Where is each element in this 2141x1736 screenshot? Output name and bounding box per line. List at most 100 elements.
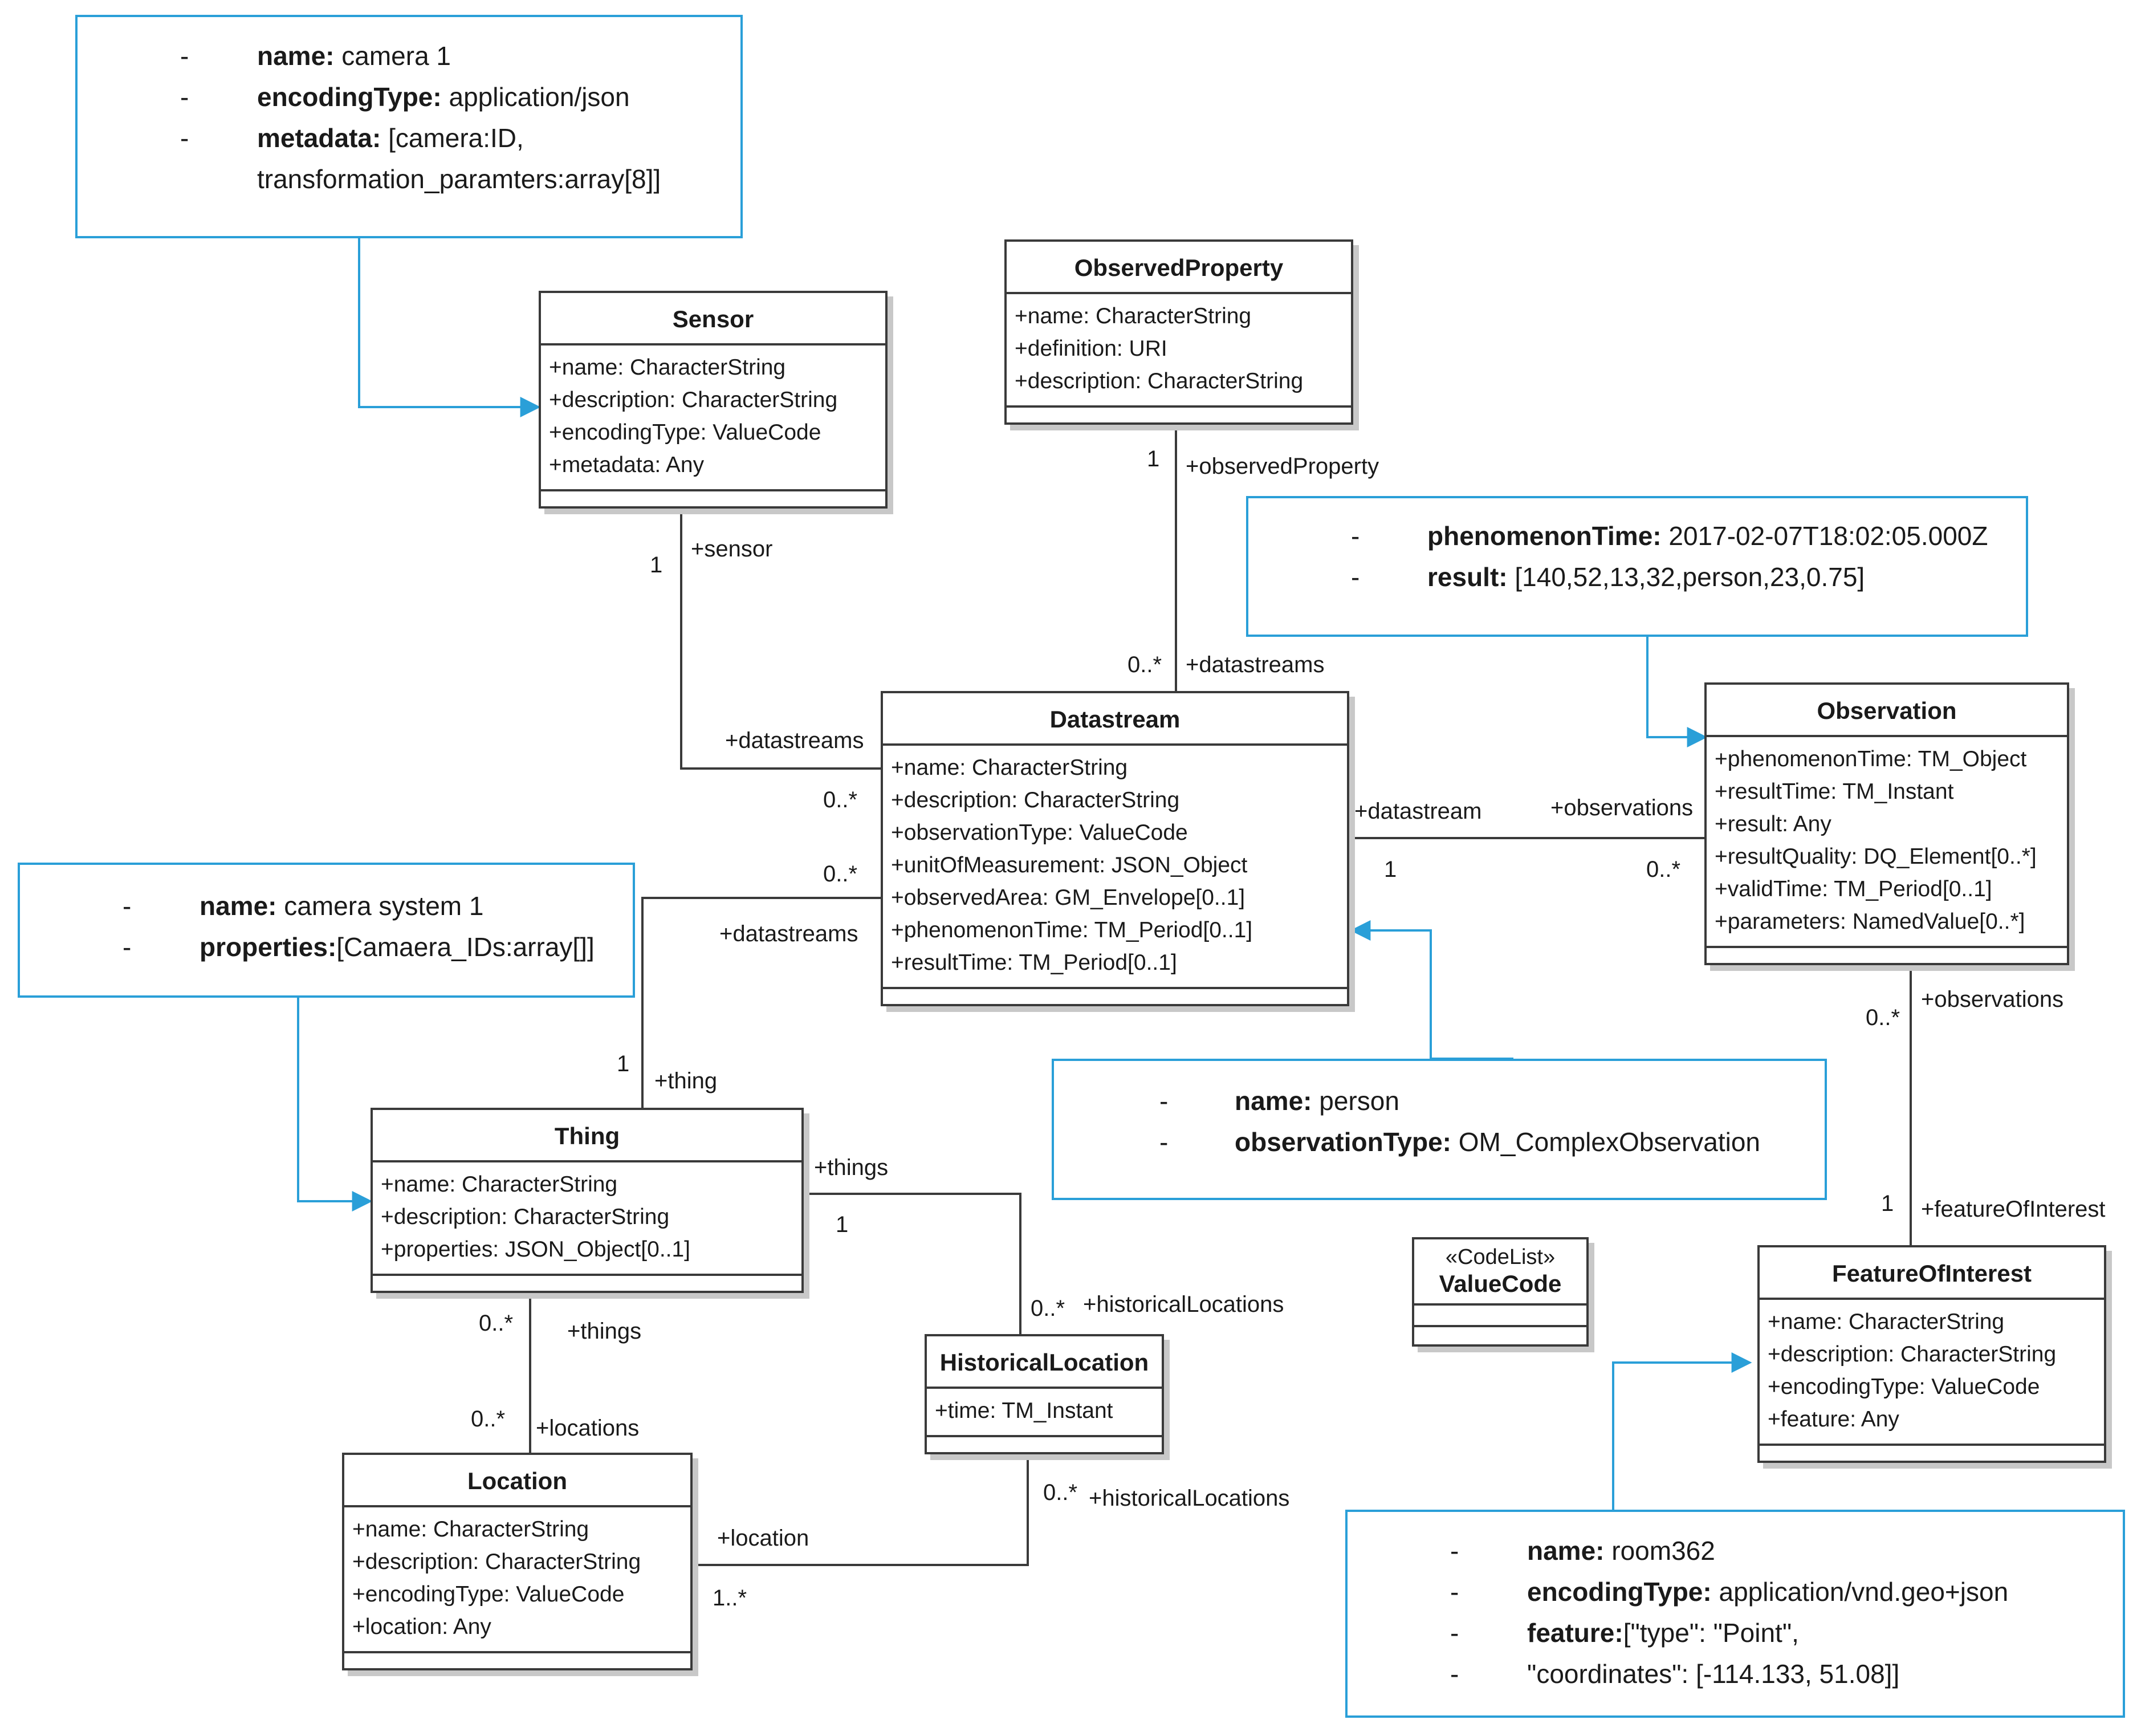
observation-note: -phenomenonTime: 2017-02-07T18:02:05.000… [1246,496,2028,637]
note-item: -feature:["type": "Point", [1348,1612,2123,1653]
feature-of-interest-note: -name: room362 - encodingType: applicatio… [1345,1510,2125,1718]
attribute: +description: CharacterString [1768,1342,2057,1367]
note-item: - metadata: [camera:ID, [78,117,740,158]
note-key: name: [200,891,277,921]
operation-compartment [883,989,1347,1004]
role-label: +observations [1550,795,1694,820]
attribute: +description: CharacterString [352,1550,641,1574]
note-value: camera 1 [334,41,451,71]
multiplicity-label: 1 [1384,857,1397,882]
bullet-dash: - [180,82,189,112]
operation-compartment [1760,1446,2104,1461]
attribute-list: +name: CharacterString +description: Cha… [883,746,1347,989]
note-item: -name: room362 [1348,1530,2123,1571]
attribute: +resultQuality: DQ_Element[0..*] [1715,844,2037,869]
value-code-codelist: «CodeList» ValueCode [1412,1237,1589,1347]
attribute: +unitOfMeasurement: JSON_Object [891,853,1248,877]
note-item: -observationType: OM_ComplexObservation [1054,1121,1825,1162]
attribute: +name: CharacterString [549,355,786,380]
multiplicity-label: 0..* [823,861,858,887]
note-value: application/json [441,82,630,112]
note-value: camera system 1 [276,891,484,921]
note-item: - encodingType: application/vnd.geo+json [1348,1571,2123,1612]
note-item: -result: [140,52,13,32,person,23,0.75] [1248,556,2026,597]
bullet-dash: - [180,123,189,153]
note-item: -name: person [1054,1080,1825,1121]
note-key: observationType: [1235,1127,1451,1157]
bullet-dash: - [180,41,189,71]
multiplicity-label: 0..* [1866,1005,1900,1030]
thing-class: Thing +name: CharacterString +descriptio… [371,1108,804,1293]
association-location-historical [693,1438,1029,1566]
role-label: +things [814,1155,889,1180]
note-key: metadata: [257,123,381,153]
operation-compartment [541,491,885,506]
attribute: +phenomenonTime: TM_Object [1715,747,2027,771]
class-name-block: «CodeList» ValueCode [1414,1239,1586,1306]
note-item: -phenomenonTime: 2017-02-07T18:02:05.000… [1248,515,2026,556]
bullet-dash: - [1450,1659,1459,1689]
note-item: - name: camera 1 [78,35,740,76]
note-value: [Camaera_IDs:array[]] [336,932,595,962]
multiplicity-label: 0..* [1031,1296,1065,1321]
class-name: FeatureOfInterest [1760,1247,2104,1300]
note-key: encodingType: [257,82,442,112]
attribute: +name: CharacterString [1768,1310,2005,1334]
attribute-list: +name: CharacterString +description: Cha… [1760,1300,2104,1446]
association-thing-historical [804,1193,1021,1334]
operation-compartment [1707,948,2067,963]
note-item: transformation_paramters:array[8]] [78,158,740,200]
datastream-note: -name: person -observationType: OM_Compl… [1052,1059,1827,1200]
class-name: ObservedProperty [1007,242,1351,294]
note-value: application/vnd.geo+json [1711,1577,2009,1607]
note-link-datastream [1350,920,1513,1060]
note-item: -properties:[Camaera_IDs:array[]] [20,926,633,967]
multiplicity-label: 0..* [823,787,858,812]
attribute: +phenomenonTime: TM_Period[0..1] [891,918,1253,942]
multiplicity-label: 1 [650,552,663,578]
note-link-observation [1646,637,1708,747]
observed-property-class: ObservedProperty +name: CharacterString … [1004,239,1353,425]
note-key: name: [257,41,335,71]
bullet-dash: - [1450,1618,1459,1648]
bullet-dash: - [1450,1577,1459,1607]
association-thing-datastream [641,897,881,1108]
operation-compartment [927,1437,1162,1452]
multiplicity-label: 1 [1147,446,1160,471]
attribute: +feature: Any [1768,1407,1899,1432]
note-key: name: [1235,1086,1312,1116]
feature-of-interest-class: FeatureOfInterest +name: CharacterString… [1757,1245,2106,1463]
attribute: +name: CharacterString [381,1172,618,1197]
bullet-dash: - [1351,521,1360,551]
note-value: [camera:ID, [381,123,524,153]
attribute-list: +name: CharacterString +description: Cha… [541,345,885,491]
operation-compartment [1414,1327,1586,1344]
observation-class: Observation +phenomenonTime: TM_Object +… [1704,682,2069,965]
role-label: +datastreams [725,728,864,753]
attribute: +observedArea: GM_Envelope[0..1] [891,885,1245,910]
bullet-dash: - [123,891,132,921]
attribute: +description: CharacterString [549,388,838,412]
role-label: +thing [654,1068,718,1093]
attribute: +time: TM_Instant [935,1398,1113,1423]
role-label: +historicalLocations [1083,1292,1284,1317]
thing-note: - name: camera system 1 -properties:[Cama… [18,863,635,998]
role-label: +things [567,1319,642,1344]
attribute-list: +name: CharacterString +description: Cha… [373,1162,801,1276]
attribute-list: +name: CharacterString +description: Cha… [344,1507,690,1653]
attribute: +observationType: ValueCode [891,820,1188,845]
attribute: +description: CharacterString [381,1205,670,1229]
class-name: Location [344,1455,690,1507]
note-key: encodingType: [1527,1577,1712,1607]
attribute-list: +name: CharacterString +definition: URI … [1007,294,1351,408]
historical-location-class: HistoricalLocation +time: TM_Instant [925,1334,1164,1454]
attribute: +name: CharacterString [1015,304,1252,328]
note-key: name: [1527,1536,1605,1566]
bullet-dash: - [123,932,132,962]
operation-compartment [1007,408,1351,422]
stereotype-label: «CodeList» [1445,1245,1556,1269]
class-name: HistoricalLocation [927,1336,1162,1389]
note-link-feature [1612,1352,1752,1510]
attribute: +validTime: TM_Period[0..1] [1715,877,1992,901]
